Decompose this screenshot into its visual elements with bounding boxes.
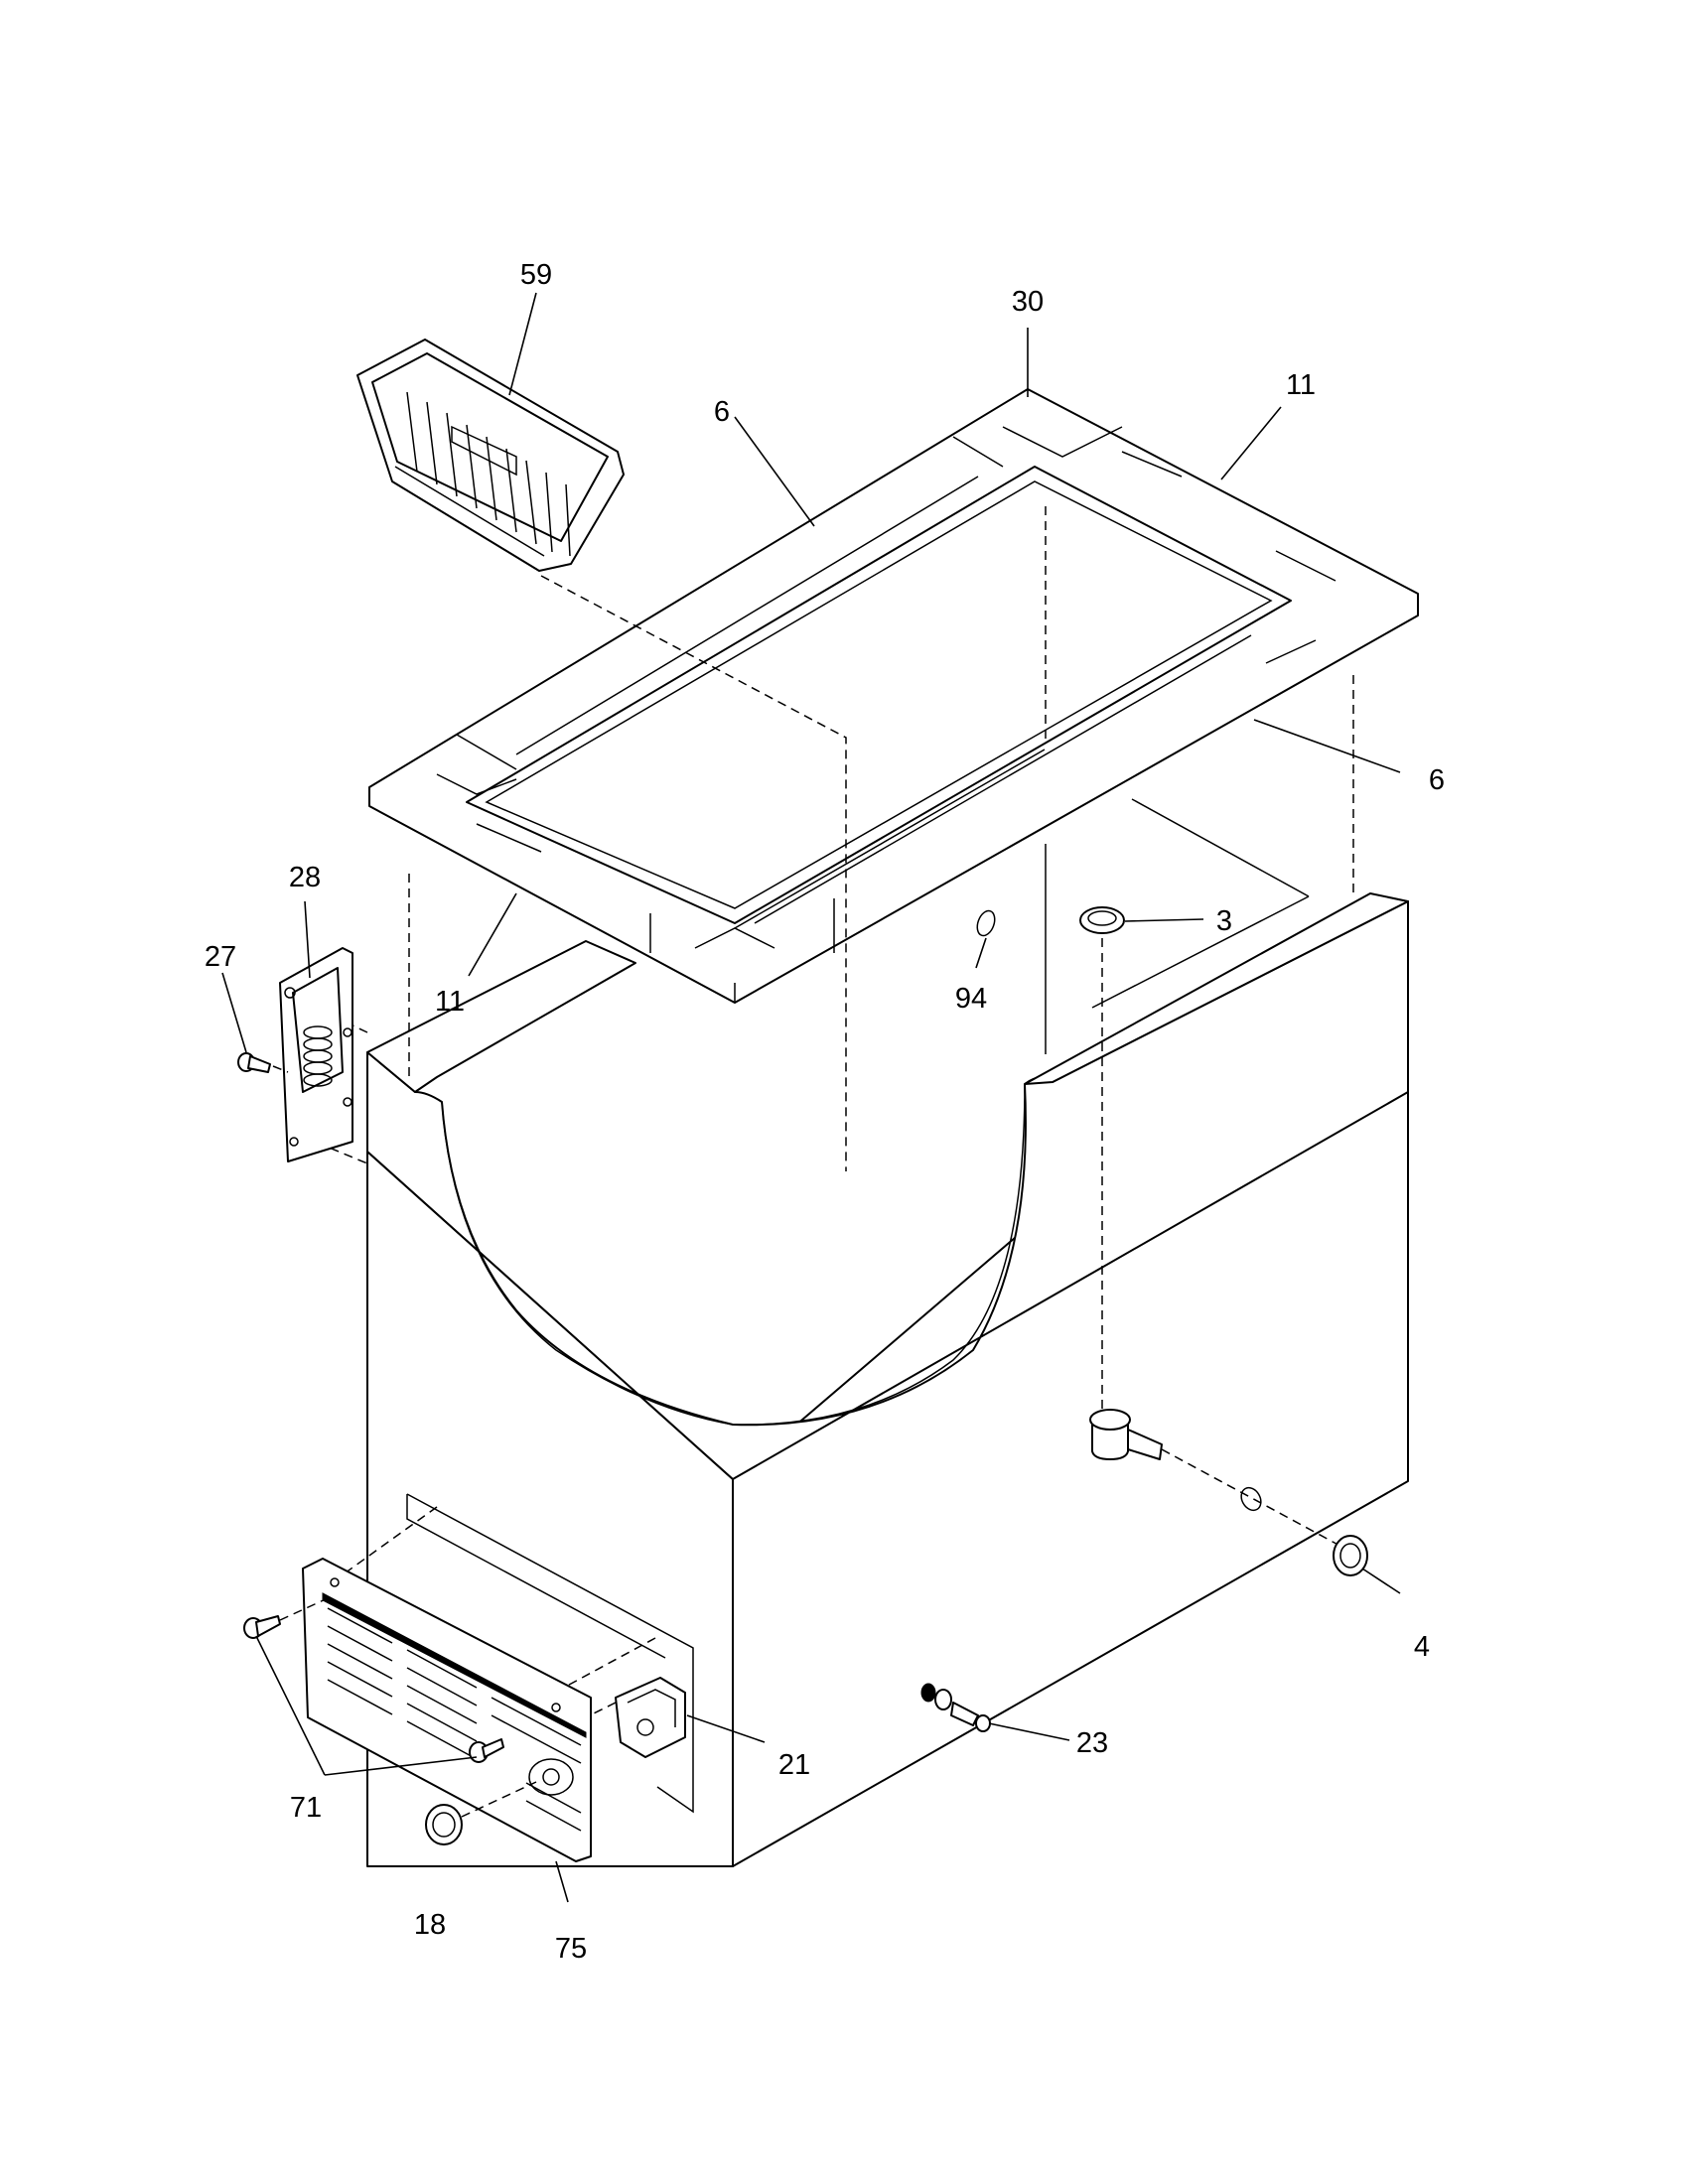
callout-94: 94	[955, 983, 987, 1015]
callout-23: 23	[1076, 1727, 1108, 1759]
basket	[356, 339, 847, 1171]
callout-11-top: 11	[1286, 369, 1316, 401]
grille-assembly	[243, 1493, 694, 1862]
cabinet-top-rim	[366, 940, 636, 1093]
callout-75: 75	[555, 1933, 587, 1965]
cabinet-liner-curve	[441, 1083, 1026, 1426]
breaker-strip-frame	[368, 388, 1419, 1082]
leader-lines	[221, 292, 1401, 1903]
callout-6-right: 6	[1429, 764, 1445, 796]
screw-27	[237, 1052, 271, 1073]
cabinet-top-rim-right	[1024, 892, 1409, 1085]
grille-frame	[406, 1493, 694, 1814]
o-ring-94	[976, 909, 996, 937]
callout-27: 27	[205, 941, 236, 973]
hinge-arm	[292, 967, 344, 1093]
callout-28: 28	[289, 862, 321, 893]
drain-parts	[976, 906, 1368, 1576]
basket-inner	[371, 352, 609, 542]
breaker-strip-opening	[466, 466, 1292, 924]
callout-3: 3	[1216, 905, 1232, 937]
knob-18	[425, 1804, 463, 1845]
callout-6-top: 6	[714, 396, 730, 428]
callout-30: 30	[1012, 286, 1044, 318]
drain-cap-4	[1333, 1535, 1368, 1576]
callout-71: 71	[290, 1792, 322, 1824]
drain-tube	[1091, 1419, 1129, 1460]
bolt-23	[920, 1683, 991, 1732]
callout-21: 21	[778, 1749, 810, 1781]
callout-4: 4	[1414, 1631, 1430, 1663]
screw-71-left	[243, 1615, 281, 1639]
callout-59: 59	[520, 259, 552, 291]
thermostat-21	[615, 1677, 686, 1758]
callout-11-left: 11	[435, 986, 465, 1018]
hinge	[237, 947, 353, 1162]
callout-labels: 59 30 11 6 6 28 27 11 3 94 4 21 23 71 18…	[205, 259, 1445, 1965]
callout-18: 18	[414, 1909, 446, 1941]
